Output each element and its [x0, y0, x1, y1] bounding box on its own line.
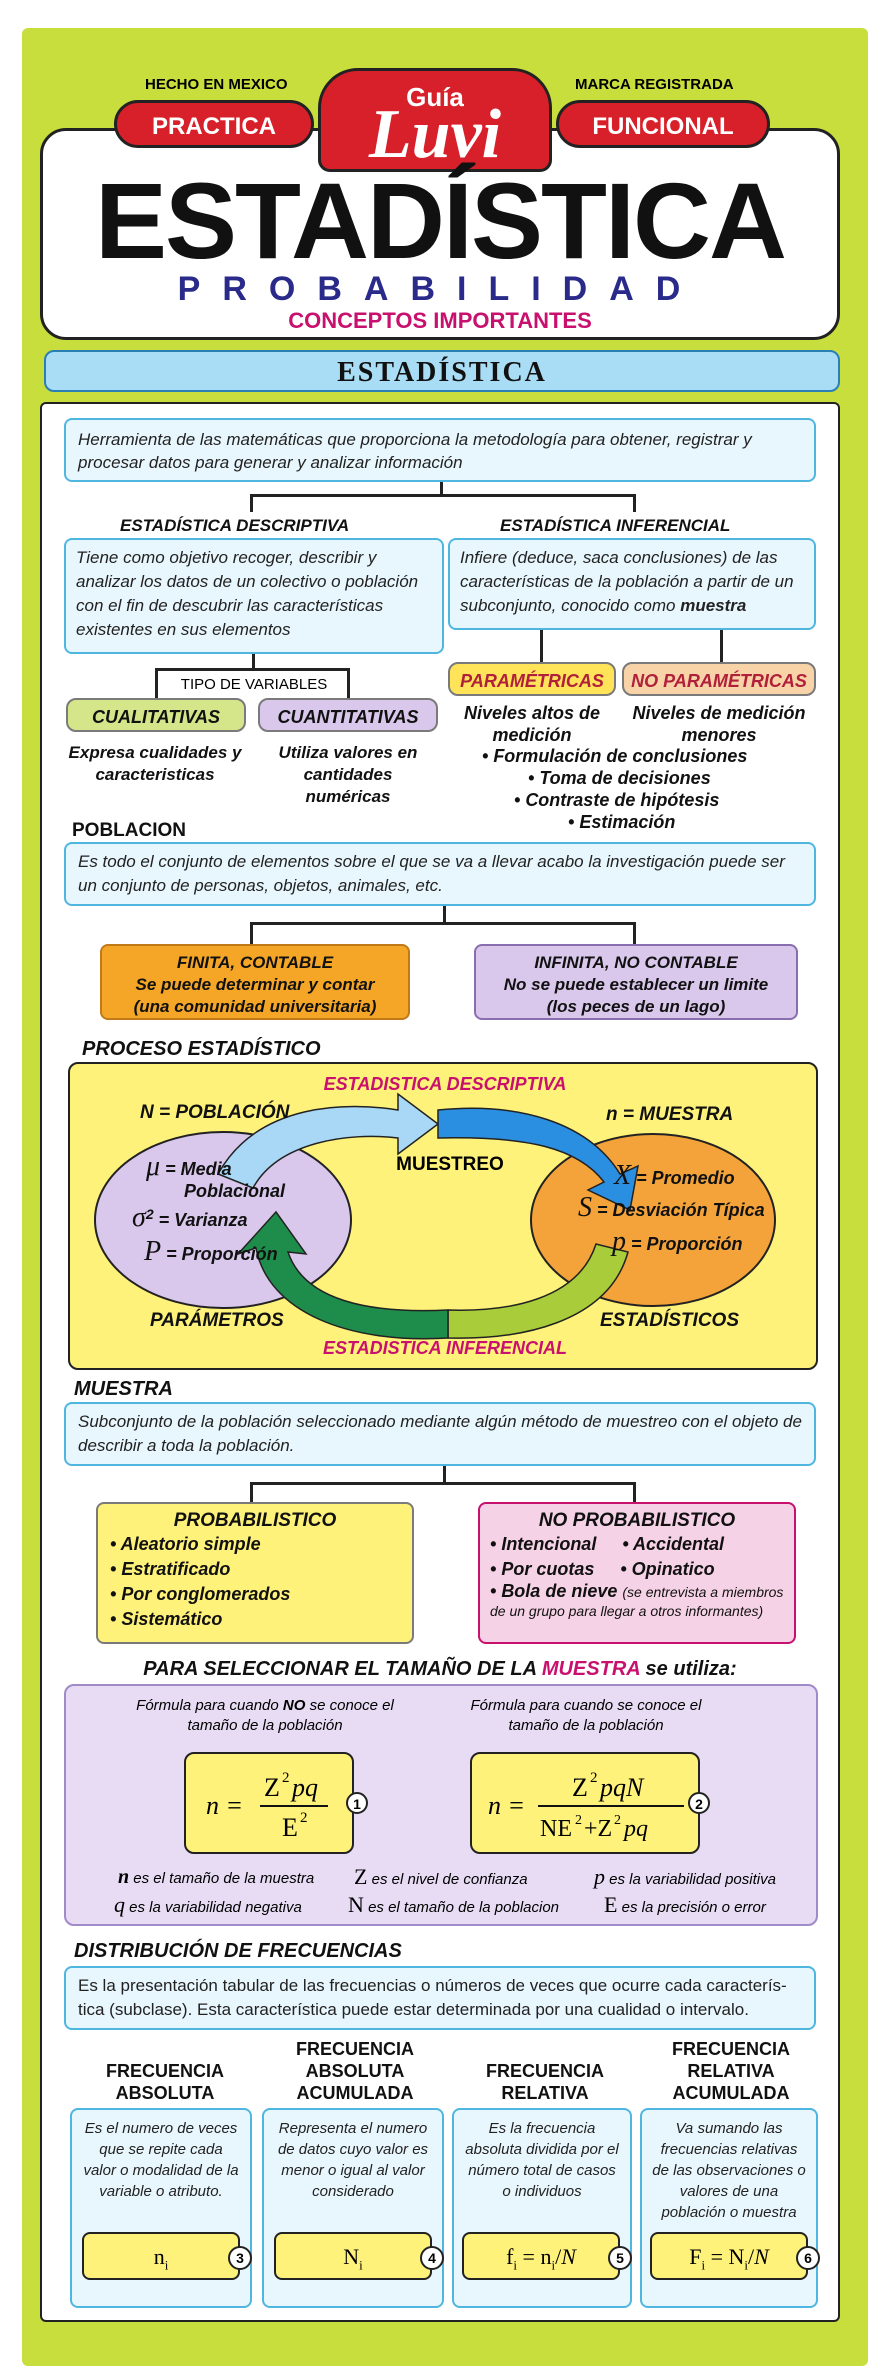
parametricas-desc: Niveles altos de medición: [463, 703, 601, 745]
inferencial-arrow-left: [235, 1210, 449, 1340]
svg-text:E: E: [282, 1813, 298, 1842]
practica-badge: PRACTICA: [114, 100, 314, 148]
formula1-caption: Fórmula para cuando NO se conoce el tama…: [136, 1697, 394, 1734]
proceso-descriptiva-label: ESTADISTICA DESCRIPTIVA: [323, 1074, 567, 1094]
cualitativas-desc: Expresa cualidades y caracteristicas: [68, 743, 242, 784]
inferencial-bullet: • Formulación de conclusiones: [482, 746, 748, 766]
svg-text:pq: pq: [290, 1773, 318, 1802]
poblacion-n-label: N = POBLACIÓN: [140, 1102, 290, 1123]
col-number-5: 5: [608, 2246, 632, 2270]
s-entry: S = Desviación Típica: [578, 1192, 765, 1223]
cuantitativas-pill: CUANTITATIVAS: [258, 698, 438, 732]
distribucion-box: Es la presentación tabular de las frecue…: [64, 1966, 816, 2030]
muestra-box: Subconjunto de la población seleccionado…: [64, 1402, 816, 1466]
section-bar: ESTADÍSTICA: [44, 350, 840, 392]
svg-text:2: 2: [300, 1810, 308, 1826]
page-subtitle: PROBABILIDAD: [177, 270, 703, 308]
registered-label: MARCA REGISTRADA: [575, 76, 734, 93]
tagline: CONCEPTOS IMPORTANTES: [288, 308, 592, 333]
svg-text:2: 2: [614, 1813, 621, 1828]
proceso-diagram: [94, 1092, 776, 1340]
col-number-6: 6: [796, 2246, 820, 2270]
svg-text:NE: NE: [540, 1816, 572, 1842]
poblacion-box: Es todo el conjunto de elementos sobre e…: [64, 842, 816, 906]
probabilistico-box: PROBABILISTICO • Aleatorio simple • Estr…: [96, 1502, 414, 1644]
inferencial-bullet: • Toma de decisiones: [528, 768, 711, 788]
cualitativas-pill: CUALITATIVAS: [66, 698, 246, 732]
descriptiva-box: Tiene como objetivo recoger, describir y…: [64, 538, 444, 654]
svg-text:2: 2: [575, 1813, 582, 1828]
col-number-4: 4: [420, 2246, 444, 2270]
svg-text:pq: pq: [622, 1816, 648, 1842]
no-probabilistico-box: NO PROBABILISTICO • Intencional• Acciden…: [478, 1502, 796, 1644]
descriptiva-arrow-right: [437, 1107, 639, 1212]
svg-text:Z: Z: [572, 1773, 588, 1802]
inferencial-title: ESTADÍSTICA INFERENCIAL: [500, 516, 731, 535]
formula-fi: fi = ni/N: [462, 2232, 620, 2280]
cuantitativas-desc: Utiliza valores en cantidades numéricas: [278, 743, 418, 806]
logo-small: Guía: [406, 82, 464, 112]
no-parametricas-pill: NO PARAMÉTRICAS: [622, 662, 816, 696]
muestra-n-label: n = MUESTRA: [606, 1104, 734, 1125]
svg-text:n =: n =: [206, 1791, 243, 1820]
tamano-title: PARA SELECCIONAR EL TAMAÑO DE LA MUESTRA…: [143, 1658, 737, 1680]
legend-n: n es el tamaño de la muestra: [118, 1866, 315, 1888]
formula2-caption: Fórmula para cuando se conoce el tamaño …: [470, 1697, 702, 1734]
distribucion-title: DISTRIBUCIÓN DE FRECUENCIAS: [74, 1940, 402, 1962]
formula1-svg: n = Z 2 pq E 2: [206, 1770, 328, 1842]
col-number-3: 3: [228, 2246, 252, 2270]
formula-Fi: Fi = Ni/N: [650, 2232, 808, 2280]
proceso-inferencial-label: ESTADISTICA INFERENCIAL: [322, 1338, 567, 1358]
funcional-badge: FUNCIONAL: [556, 100, 770, 148]
page-title: ESTADÍSTICA: [94, 160, 787, 281]
estadisticos-label: ESTADÍSTICOS: [600, 1310, 739, 1331]
proceso-title: PROCESO ESTADÍSTICO: [82, 1038, 321, 1060]
made-in-label: HECHO EN MEXICO: [145, 76, 288, 93]
formula1-number: 1: [346, 1792, 368, 1814]
formula2-number: 2: [688, 1792, 710, 1814]
p-entry: P = Proporción: [144, 1236, 278, 1267]
svg-text:n =: n =: [488, 1791, 525, 1820]
logo-big: Luvi: [368, 96, 502, 173]
parametricas-pill: PARAMÉTRICAS: [448, 662, 616, 696]
svg-text:pqN: pqN: [598, 1773, 645, 1802]
inferencial-bullet: • Contraste de hipótesis: [514, 790, 720, 810]
poblacion-title: POBLACION: [72, 820, 186, 841]
tipo-variables-label: TIPO DE VARIABLES: [168, 676, 340, 693]
formula-ni: ni: [82, 2232, 240, 2280]
formula2-box: n = Z 2 pqN NE 2 +Z 2 pq: [470, 1752, 700, 1854]
legend-p: p es la variabilidad positiva: [594, 1864, 776, 1889]
logo-badge: [318, 68, 552, 172]
formula2-svg: n = Z 2 pqN NE 2 +Z 2 pq: [488, 1770, 684, 1842]
svg-text:Z: Z: [264, 1773, 280, 1802]
no-parametricas-desc: Niveles de medición menores: [632, 703, 806, 745]
intro-box: Herramienta de las matemáticas que propo…: [64, 418, 816, 482]
formula-Ni: Ni: [274, 2232, 432, 2280]
svg-text:2: 2: [282, 1770, 290, 1786]
svg-text:2: 2: [590, 1770, 598, 1786]
inferencial-box: Infiere (deduce, saca conclusiones) de l…: [448, 538, 816, 630]
legend-q: q es la variabilidad negativa: [114, 1892, 302, 1917]
parametros-label: PARÁMETROS: [150, 1310, 284, 1331]
sigma-entry: σ2 = Varianza: [132, 1202, 248, 1233]
muestra-title: MUESTRA: [74, 1378, 173, 1400]
ps-entry: p = Proporción: [612, 1226, 743, 1257]
formula1-box: n = Z 2 pq E 2: [184, 1752, 354, 1854]
legend-z: Z es el nivel de confianza: [354, 1864, 528, 1889]
legend-N: N es el tamaño de la poblacion: [348, 1892, 560, 1917]
svg-text:+Z: +Z: [584, 1816, 612, 1842]
x-entry: X = Promedio: [614, 1160, 735, 1191]
descriptiva-title: ESTADÍSTICA DESCRIPTIVA: [120, 516, 350, 535]
muestreo-label: MUESTREO: [396, 1154, 504, 1175]
legend-E: E es la precisión o error: [604, 1892, 766, 1917]
inferencial-bullet: • Estimación: [568, 812, 676, 832]
